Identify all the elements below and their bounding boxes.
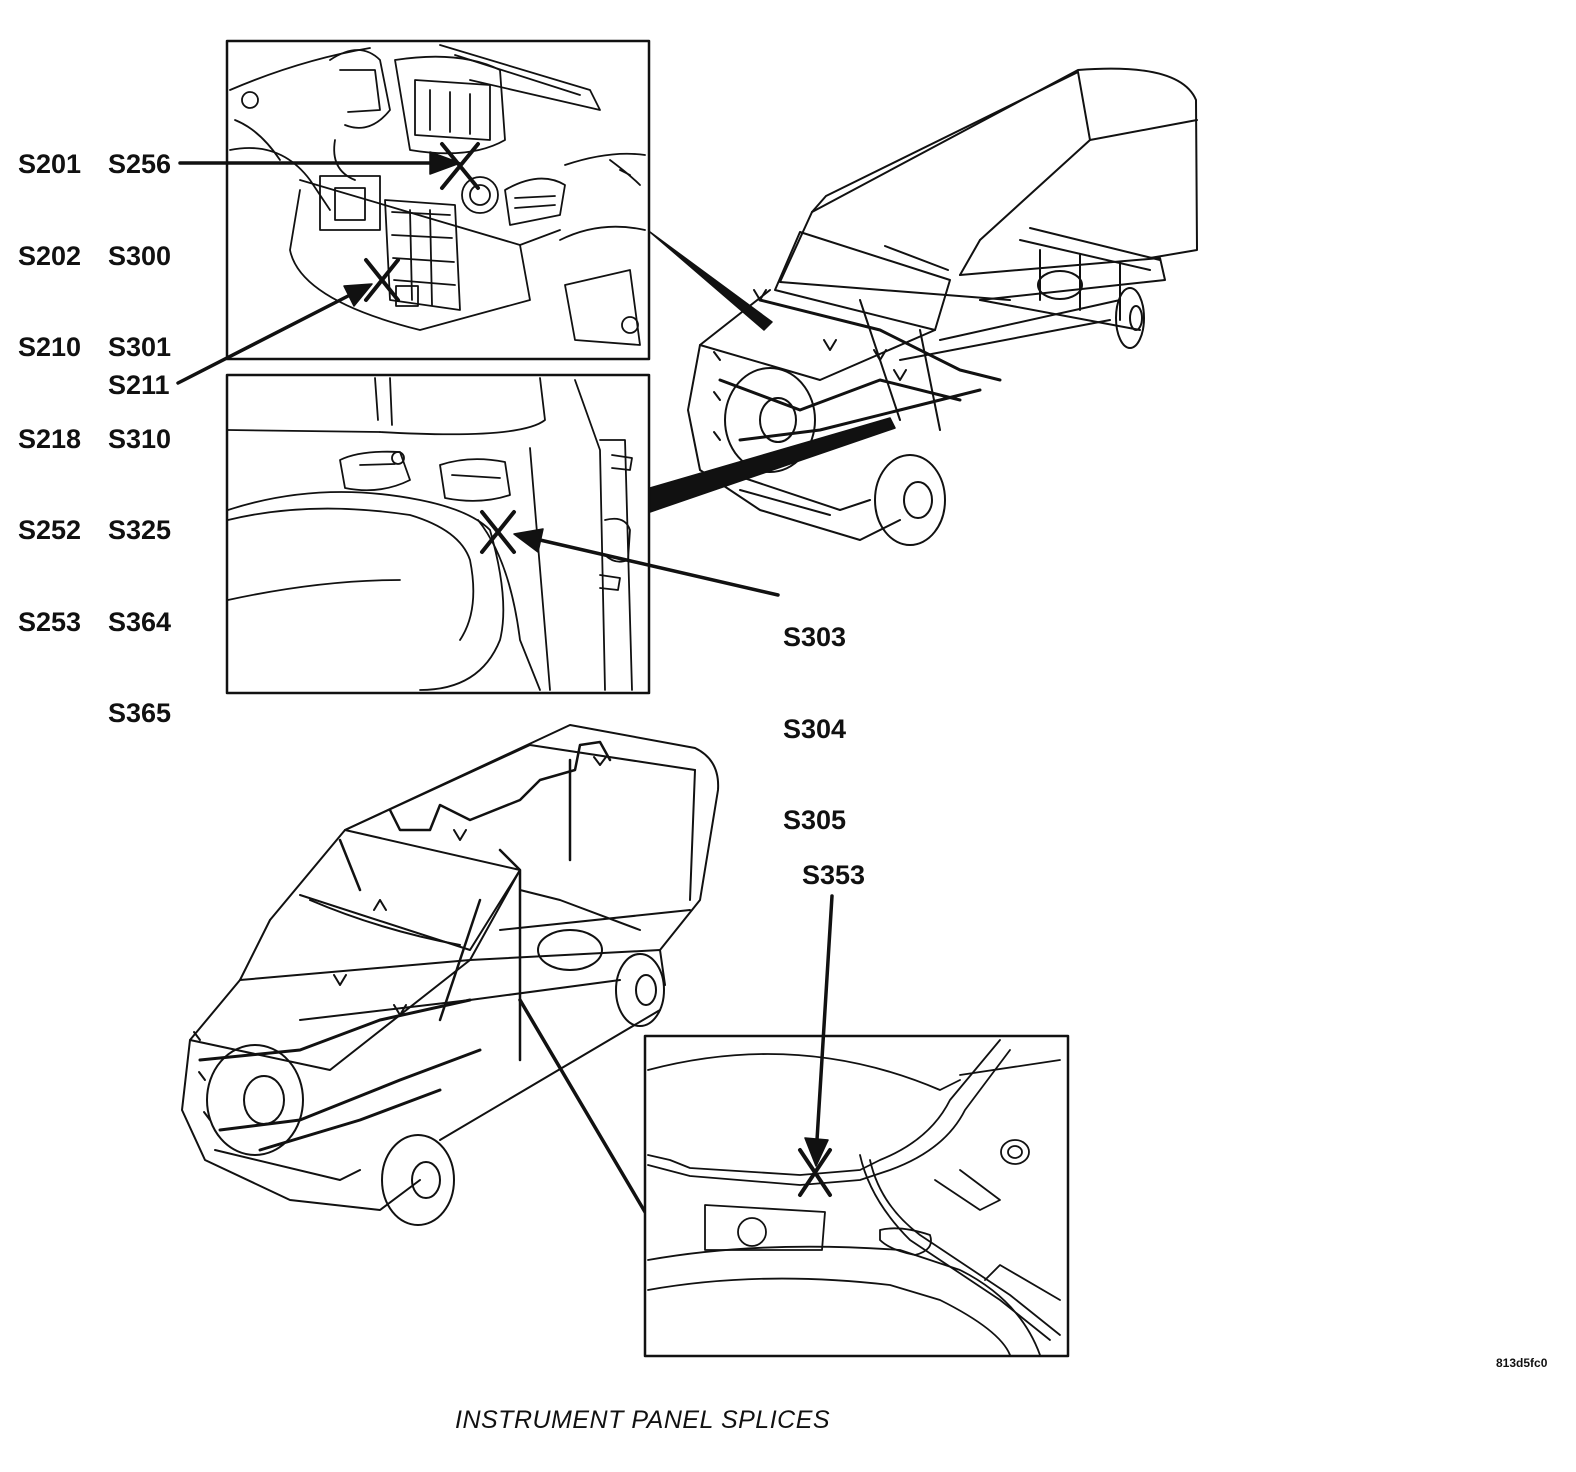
callout-s218: S218 <box>18 423 82 454</box>
figure-id: 813d5fc0 <box>1496 1356 1548 1370</box>
callout-s210: S210 <box>18 332 82 362</box>
callout-s364: S364 <box>108 606 172 637</box>
callout-s211: S211 <box>108 370 170 400</box>
callout-s256: S256 <box>108 149 172 179</box>
callout-list-right: S256 S300 S301 S310 S325 S364 S365 <box>108 88 171 759</box>
leader-wedge-dash <box>649 231 773 331</box>
inset-door <box>225 373 651 695</box>
leader-wedge-door <box>649 417 896 513</box>
callout-s305: S305 <box>783 805 847 835</box>
callout-s303: S303 <box>783 622 847 652</box>
callout-list-left: S201 S202 S210 S218 S252 S253 <box>18 88 81 668</box>
arrow-to-door-splice <box>538 538 780 597</box>
callout-arrows <box>176 151 834 1167</box>
diagram-caption: INSTRUMENT PANEL SPLICES <box>455 1406 831 1434</box>
callout-s325: S325 <box>108 515 172 545</box>
arrow-to-roof-splice <box>815 894 834 1142</box>
inset-roof <box>643 1034 1070 1358</box>
callout-s252: S252 <box>18 515 82 545</box>
callout-s253: S253 <box>18 606 82 637</box>
callout-s353: S353 <box>802 860 866 890</box>
callout-list-door: S303 S304 S305 <box>783 561 846 866</box>
arrow-to-s211 <box>176 292 354 385</box>
callout-s304: S304 <box>783 713 847 744</box>
callout-s300: S300 <box>108 240 172 271</box>
callout-s310: S310 <box>108 423 172 454</box>
leader-line-roof <box>518 998 647 1214</box>
callout-s202: S202 <box>18 240 82 271</box>
inset-dashboard <box>225 39 651 361</box>
lower-van-illustration <box>181 724 720 1226</box>
callout-s365: S365 <box>108 698 172 728</box>
upper-van-illustration <box>687 67 1198 546</box>
callout-s201: S201 <box>18 149 82 179</box>
callout-s301: S301 <box>108 332 172 362</box>
